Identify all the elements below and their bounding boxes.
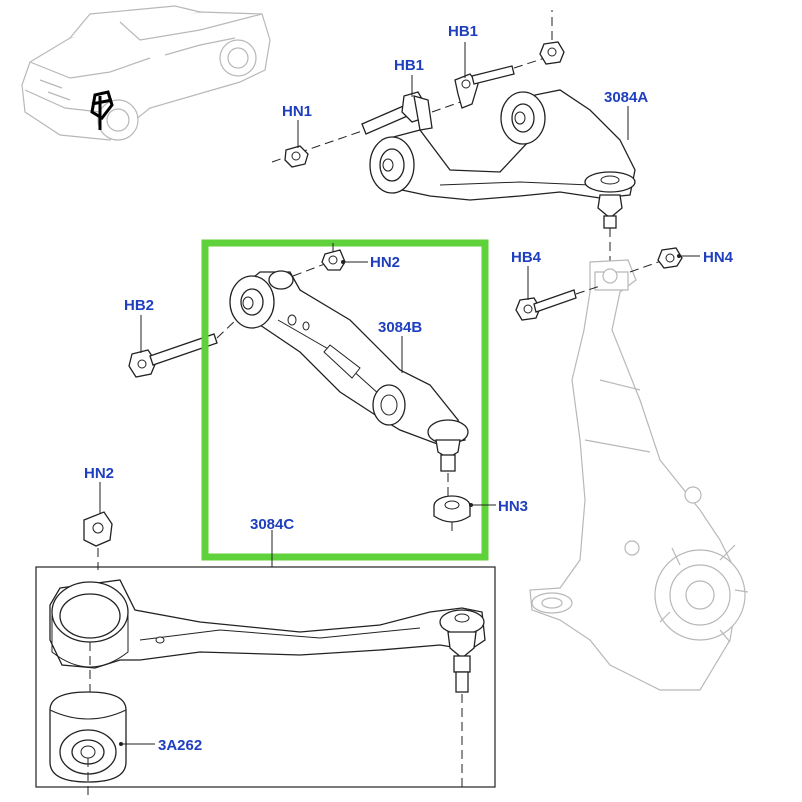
upper-control-arm-3084a <box>369 89 636 262</box>
label-hn3: HN3 <box>498 498 528 515</box>
leader-lines <box>99 42 700 746</box>
bolt-hb1-top-assembly <box>454 10 565 109</box>
label-hb2: HB2 <box>124 297 154 314</box>
label-hb1-top: HB1 <box>448 23 478 40</box>
label-hn1: HN1 <box>282 103 312 120</box>
bolt-hb1-hn1-assembly <box>271 91 473 168</box>
selection-highlight-frame <box>201 239 489 561</box>
steering-knuckle-ghost <box>529 259 749 691</box>
nut-hn3 <box>433 495 471 536</box>
detail-box-3084c <box>35 566 496 788</box>
lower-control-arm-3084c <box>49 579 486 796</box>
nut-hn2-top-assembly <box>292 240 346 277</box>
label-hn2-bottom: HN2 <box>84 465 114 482</box>
label-3084b: 3084B <box>378 319 422 336</box>
vehicle-locator-thumbnail <box>21 5 271 141</box>
label-hb4: HB4 <box>511 249 542 266</box>
label-hn4: HN4 <box>703 249 734 266</box>
label-hn2-top: HN2 <box>370 254 400 271</box>
lower-control-arm-3084b <box>229 270 469 500</box>
label-3084a: 3084A <box>604 89 648 106</box>
label-3084c: 3084C <box>250 516 294 533</box>
label-3a262: 3A262 <box>158 737 202 754</box>
bolt-hb2-assembly <box>128 317 239 378</box>
bolt-hb4-hn4-assembly <box>515 247 683 321</box>
label-hb1: HB1 <box>394 57 424 74</box>
part-labels: HB1 HB1 HN1 3084A HN2 HB4 HN4 HB2 3084B … <box>84 23 734 754</box>
clip-hn2-bottom <box>83 511 113 570</box>
